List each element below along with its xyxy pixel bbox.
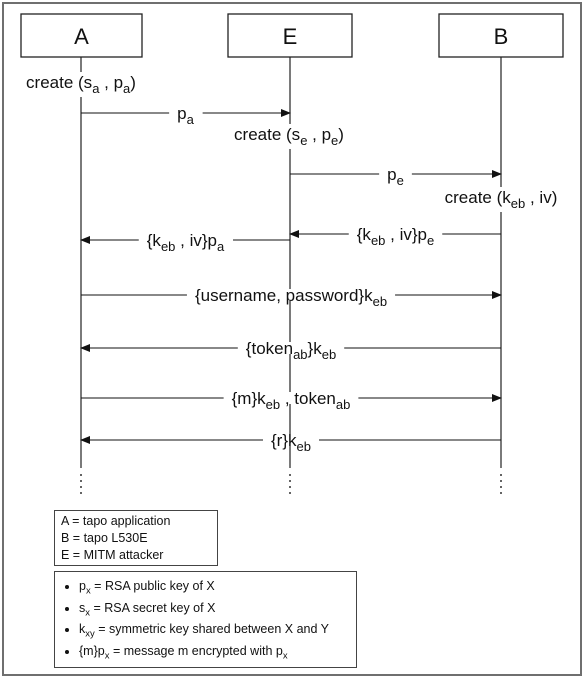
diagram-frame [2,2,582,676]
message-label-background [138,234,234,246]
message-label: {r}keb [271,431,311,454]
note-background [24,72,138,97]
note-background [232,124,346,149]
participant-box-e [227,13,353,58]
participant-label-a: A [74,24,89,49]
message-label-background [348,228,443,240]
notation-item: sx = RSA secret key of X [79,598,356,620]
participant-label-b: B [494,24,509,49]
message-label-background [263,434,319,446]
notation-list: px = RSA public key of Xsx = RSA secret … [55,576,356,662]
message-label: pe [387,165,404,188]
notation-legend: px = RSA public key of Xsx = RSA secret … [54,571,357,668]
note-e: create (se , pe) [234,125,344,148]
legend-line: A = tapo application [61,514,171,528]
message-label-background [379,168,412,180]
participant-label-e: E [283,24,298,49]
message-label: {tokenab}keb [246,339,336,362]
legend-line: B = tapo L530E [61,531,148,545]
message-label-background [237,342,345,354]
message-label-background [223,392,359,404]
participants-legend: A = tapo application B = tapo L530E E = … [54,510,218,566]
message-label: {m}keb , tokenab [232,389,351,412]
legend-line: E = MITM attacker [61,548,164,562]
message-label: pa [177,104,194,127]
message-label: {keb , iv}pa [147,231,225,254]
participant-box-a [20,13,143,58]
notation-item: {m}px = message m encrypted with px [79,641,356,663]
note-background [442,187,560,212]
notation-item: px = RSA public key of X [79,576,356,598]
note-a: create (sa , pa) [26,73,136,96]
message-label-background [169,107,203,119]
message-label: {username, password}keb [195,286,387,309]
notation-item: kxy = symmetric key shared between X and… [79,619,356,641]
message-label: {keb , iv}pe [357,225,434,248]
message-label-background [186,289,396,301]
participant-box-b [438,13,564,58]
note-b: create (keb , iv) [445,188,558,211]
